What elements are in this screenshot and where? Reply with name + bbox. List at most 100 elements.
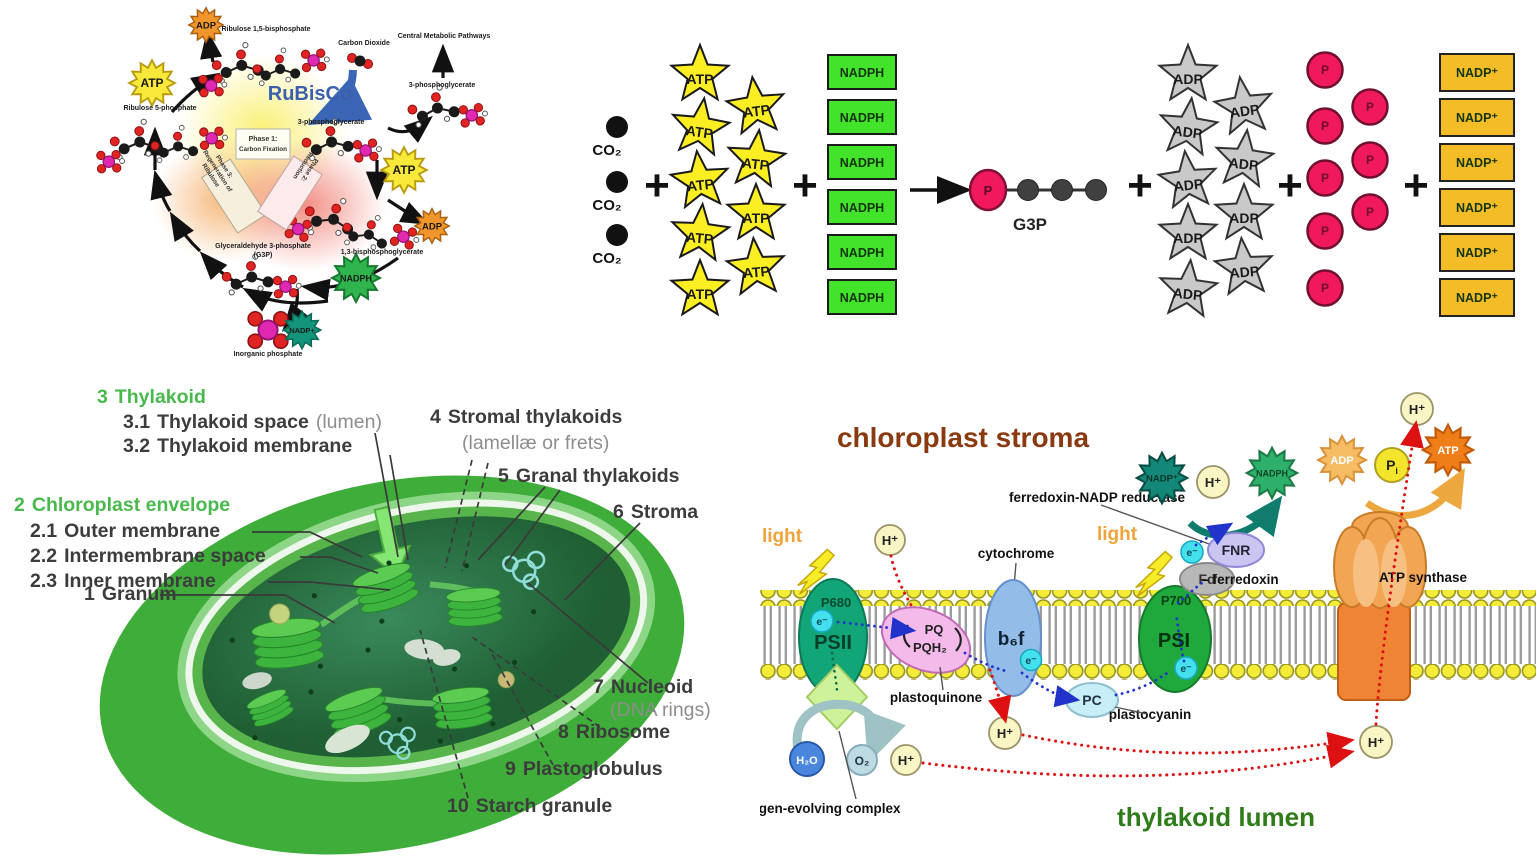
nadph-label: NADPH: [840, 291, 884, 305]
electron-circle: e⁻: [810, 609, 834, 633]
p-label: P: [1321, 224, 1329, 238]
label-number: 1: [84, 583, 95, 605]
g3p-label: G3P: [1013, 215, 1047, 234]
label-text: Inner membrane: [64, 570, 216, 592]
electron-label: e⁻: [816, 616, 828, 628]
label-text: Intermembrane space: [64, 545, 266, 567]
plastoglobulus-body: [497, 671, 515, 689]
label-text: Stroma: [631, 501, 698, 523]
label-number: 2.2: [30, 545, 57, 567]
adp-label: ADP: [1330, 455, 1353, 467]
h-plus-circle: H⁺: [874, 524, 906, 556]
g3p-group: P G3P: [968, 168, 1107, 234]
atp-label: ATP: [742, 101, 771, 120]
phase1-title: Phase 1:: [249, 136, 278, 143]
atp-stars: ATP ATP ATP ATP ATP ATP ATP ATP ATP: [667, 44, 789, 316]
label-number: 7: [593, 676, 604, 698]
central-pathways-label: Central Metabolic Pathways: [398, 33, 491, 40]
nadph-boxes: NADPH NADPH NADPH NADPH NADPH NADPH: [827, 54, 897, 315]
co2-group: CO₂ CO₂ CO₂: [592, 116, 628, 267]
atp-synthase-label: ATP synthase: [1379, 570, 1468, 585]
ru5p-label: Ribulose 5-phosphate: [123, 105, 196, 112]
nadp-burst: NADP⁺: [1135, 451, 1189, 505]
nadp-label: NADP⁺: [1456, 291, 1498, 305]
nadp-label: NADP⁺: [1146, 474, 1178, 485]
intermembrane-space-label: 2.2 Intermembrane space: [30, 545, 266, 567]
inorganic-phosphate-label: Inorganic phosphate: [234, 351, 303, 358]
h-plus-circle: H⁺: [988, 716, 1022, 750]
chloroplast-body: [99, 475, 685, 855]
label-number: 2.3: [30, 570, 57, 592]
plus-sign: +: [644, 161, 670, 210]
nadph-label: NADPH: [840, 201, 884, 215]
atp-label: ATP: [686, 176, 714, 195]
pi-label: Pi: [1386, 457, 1398, 476]
adp-burst-right: ADP: [414, 208, 450, 244]
starch-granule-body: [325, 724, 370, 754]
plastoquinone-label: plastoquinone: [890, 690, 983, 705]
adp-burst-top: ADP: [188, 7, 224, 43]
calvin-cycle-panel: ADP ATP ATP ADP NADPH NADP+ Phase 1: Car…: [0, 7, 491, 358]
granum-stack: [445, 585, 504, 629]
red-glow: [223, 139, 387, 271]
electron-circle: e⁻: [1180, 540, 1204, 564]
proton-path-stroma: [889, 554, 920, 619]
co2-label: CO₂: [592, 142, 621, 159]
dna-rings-label: (DNA rings): [610, 699, 711, 721]
p-label: P: [1366, 205, 1374, 219]
adp-label: ADP: [1173, 175, 1204, 194]
electron-label: e⁻: [1186, 547, 1198, 559]
rubp-label: Ribulose 1,5-bisphosphate: [221, 26, 310, 33]
label-suffix: (lumen): [316, 411, 382, 433]
nadph-burst: NADPH: [331, 253, 381, 303]
nadp-burst: NADP+: [282, 310, 322, 350]
atp-label: ATP: [686, 229, 714, 247]
electron-circle: e⁻: [1019, 648, 1043, 672]
i-subscript: i: [1395, 466, 1398, 476]
pi-circle: Pi: [1374, 447, 1410, 483]
atp-label: ATP: [743, 210, 770, 226]
b6f-label: b₆f: [998, 629, 1025, 650]
fd-ferredoxin: [1179, 562, 1235, 596]
pqh2-label: PQH₂: [913, 640, 947, 655]
atp-burst-right: ATP: [380, 146, 428, 194]
bpg-label: 1,3-bisphosphoglycerate: [341, 249, 424, 256]
atp-label: ATP: [741, 155, 769, 174]
plus-sign: +: [1277, 161, 1303, 210]
p-label: P: [1366, 153, 1374, 167]
pq-label: PQ: [925, 622, 944, 637]
atp-label: ATP: [392, 163, 415, 177]
nadp-label: NADP⁺: [1456, 111, 1498, 125]
adp-label: ADP: [1173, 230, 1203, 246]
h-plus-circle: H⁺: [1400, 392, 1434, 426]
electron-label: e⁻: [1180, 663, 1192, 675]
p-label: P: [1321, 281, 1329, 295]
label-text: Stromal thylakoids: [448, 406, 623, 428]
phosphate-circles: P P P P P P P P: [1306, 51, 1389, 307]
electron-label: e⁻: [1025, 655, 1037, 667]
stroma-blob: [432, 649, 461, 666]
light-label: light: [762, 526, 803, 547]
connector-lines: [160, 432, 649, 799]
p700-label: P700: [1161, 593, 1191, 608]
nadph-label: NADPH: [840, 111, 884, 125]
label-number: 3.2: [123, 435, 150, 457]
p-part: P: [1386, 457, 1395, 473]
atp-burst-left: ATP: [128, 59, 176, 107]
h-plus-label: H⁺: [997, 726, 1013, 741]
electron-transport-path: [836, 522, 1234, 708]
phase1-subtitle: Carbon Fixation: [239, 146, 287, 153]
label-text: Plastoglobulus: [523, 758, 663, 780]
plus-sign: +: [792, 161, 818, 210]
label-number: 2: [14, 494, 25, 516]
g3p-label-line1: Glyceraldehyde 3-phosphate: [215, 243, 311, 250]
label-number: 3: [97, 386, 108, 408]
plastocyanin-label: plastocyanin: [1109, 707, 1192, 722]
